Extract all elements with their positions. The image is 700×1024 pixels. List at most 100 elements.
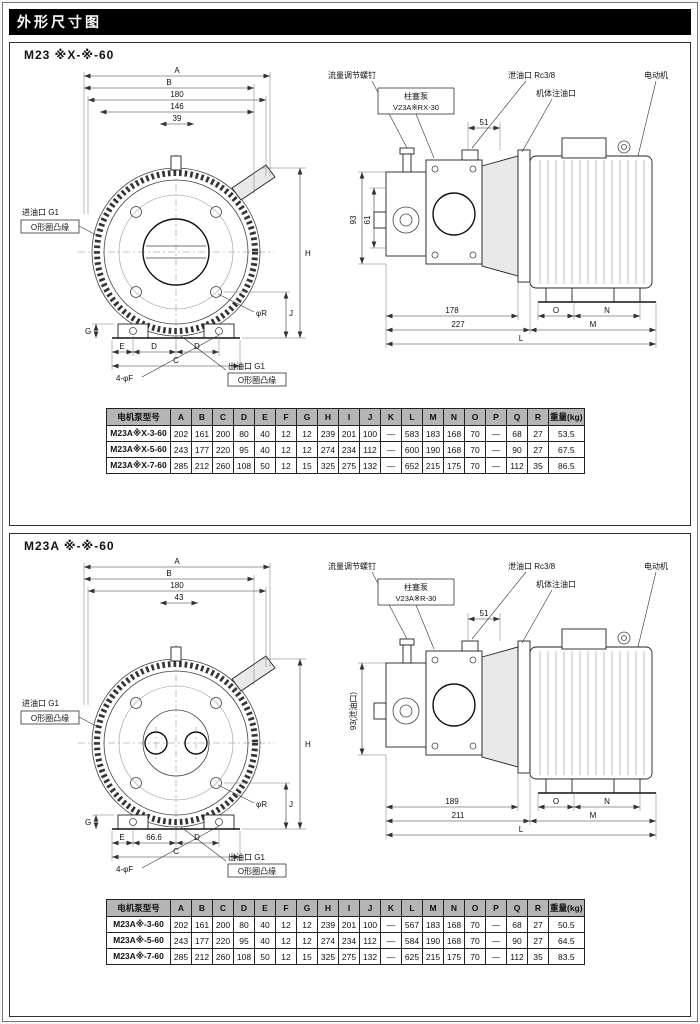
pump-type-label: 柱塞泵 [404, 91, 428, 101]
motor-body [529, 137, 656, 303]
value-cell: 95 [233, 932, 255, 949]
value-cell: 12 [275, 916, 297, 933]
value-cell: 12 [275, 457, 297, 474]
flow-screw-label: 流量调节螺钉 [328, 561, 376, 571]
table-header-cell: J [359, 899, 381, 917]
dim-label-c: C [173, 356, 179, 365]
value-cell: 70 [464, 916, 486, 933]
pump-model-label: V23A※R-30 [396, 594, 437, 603]
dim-label-g: G [85, 818, 91, 827]
value-cell: — [485, 948, 507, 965]
pump-type-label: 柱塞泵 [404, 582, 428, 592]
value-cell: — [380, 932, 402, 949]
table-header-cell: J [359, 408, 381, 426]
table-header-cell: I [338, 899, 360, 917]
pump-front-body [91, 646, 276, 830]
dim-label-n: N [604, 306, 610, 315]
table-header-cell: F [275, 899, 297, 917]
value-cell: 183 [422, 425, 444, 442]
oil-fill-label: 机体注油口 [536, 88, 576, 98]
shaft-key [170, 646, 182, 662]
table-header-cell: 电机泵型号 [106, 899, 171, 917]
value-cell: 68 [506, 425, 528, 442]
section2-title: M23A ※-※-60 [24, 539, 115, 553]
dim-label-e: E [119, 833, 124, 842]
bell-housing [481, 155, 519, 277]
value-cell: 112 [359, 441, 381, 458]
dim-label-189: 189 [445, 797, 459, 806]
value-cell: 215 [422, 948, 444, 965]
flow-screw-label: 流量调节螺钉 [328, 70, 376, 80]
dim-label-180: 180 [170, 90, 184, 99]
table-header-cell: K [380, 899, 402, 917]
value-cell: — [485, 441, 507, 458]
dim-label-61: 61 [363, 215, 372, 224]
page-title-bar: 外形尺寸图 [9, 9, 691, 35]
value-cell: 325 [317, 948, 339, 965]
dim-label-39: 39 [173, 114, 182, 123]
front-top-dimensions: A B 180 146 39 [83, 66, 271, 214]
pump-assembly [373, 147, 531, 283]
dim-label-b: B [166, 78, 171, 87]
value-cell: 27 [527, 425, 549, 442]
table-header-cell: M [422, 408, 444, 426]
model-cell: M23A※X-3-60 [106, 425, 171, 442]
side-top-labels: 流量调节螺钉 柱塞泵 V23A※RX-30 51 泄油口 Rc3/8 机体注油口… [328, 70, 668, 159]
section-m23x: M23 ※X-※-60 [9, 42, 691, 526]
value-cell: 40 [254, 916, 276, 933]
value-cell: 215 [422, 457, 444, 474]
value-cell: 12 [296, 441, 318, 458]
value-cell: 80 [233, 916, 255, 933]
value-cell: 90 [506, 441, 528, 458]
dim-label-93: 93 [349, 215, 358, 224]
flow-screw [402, 153, 412, 173]
motor-label: 电动机 [644, 561, 668, 571]
pump-front-body [91, 155, 276, 339]
value-cell: 112 [506, 457, 528, 474]
dim-label-j: J [289, 800, 293, 809]
table-header-cell: A [170, 408, 192, 426]
dim-label-phir: φR [256, 800, 267, 809]
value-cell: 175 [443, 948, 465, 965]
table-header-cell: P [485, 408, 507, 426]
side-top-labels: 流量调节螺钉 柱塞泵 V23A※R-30 51 泄油口 Rc3/8 机体注油口 … [328, 561, 668, 650]
value-cell: 161 [191, 425, 213, 442]
value-cell: 234 [338, 441, 360, 458]
drain-port-label: 泄油口 Rc3/8 [508, 70, 556, 80]
dim-label-d2: D [194, 342, 200, 351]
outlet-flange-label: O形圈凸缘 [238, 375, 276, 385]
side-view-drawing: 流量调节螺钉 柱塞泵 V23A※RX-30 51 泄油口 Rc3/8 机体注油口… [328, 70, 668, 348]
section1-title: M23 ※X-※-60 [24, 48, 115, 62]
outlet-port-label: 出油口 G1 O形圈凸缘 [180, 335, 287, 387]
value-cell: 40 [254, 932, 276, 949]
front-view-drawing: A B 180 43 进油口 G1 O形圈凸缘 H J [20, 557, 311, 878]
dim-label-a: A [174, 66, 180, 75]
value-cell: — [380, 425, 402, 442]
value-cell: — [485, 457, 507, 474]
value-cell: 168 [443, 441, 465, 458]
value-cell: 12 [296, 916, 318, 933]
side-left-dimensions: 93(泄油口) [348, 662, 386, 756]
table-header-cell: O [464, 899, 486, 917]
terminal-box [561, 137, 607, 159]
table-header-cell: F [275, 408, 297, 426]
dim-label-e: E [119, 342, 124, 351]
value-cell: 325 [317, 457, 339, 474]
side-bottom-dimensions: 189 O N 211 M L [385, 755, 657, 839]
value-cell: 625 [401, 948, 423, 965]
table-header-cell: I [338, 408, 360, 426]
value-cell: 584 [401, 932, 423, 949]
adjust-lever [231, 164, 276, 201]
value-cell: 285 [170, 948, 192, 965]
mount-holes-label: 4-φF [116, 865, 133, 874]
value-cell: 95 [233, 441, 255, 458]
lifting-eye [617, 631, 631, 645]
value-cell: 202 [170, 425, 192, 442]
table-header-cell: C [212, 899, 234, 917]
table-header-cell: C [212, 408, 234, 426]
value-cell: 239 [317, 425, 339, 442]
table-header-cell: 重量(kg) [548, 899, 585, 917]
value-cell: 70 [464, 441, 486, 458]
value-cell: 15 [296, 457, 318, 474]
